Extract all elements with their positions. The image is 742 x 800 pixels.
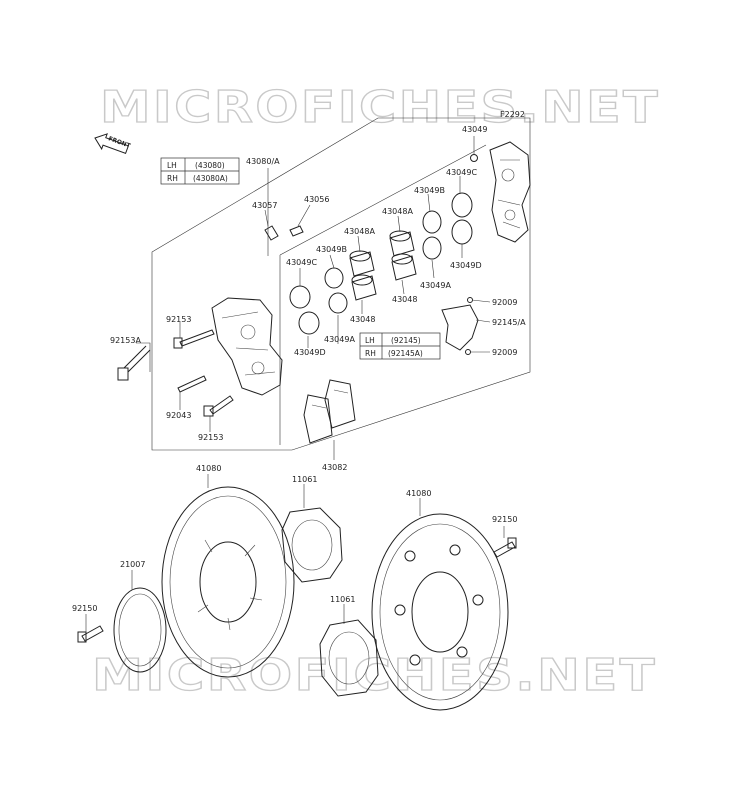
bleeder-parts	[264, 154, 478, 241]
label-92150-right: 92150	[492, 515, 517, 524]
caliper-rh-side: RH	[167, 174, 178, 183]
shims	[281, 507, 379, 697]
label-43049c-right: 43049C	[446, 168, 477, 177]
pistons	[349, 230, 417, 301]
inner-outline	[279, 144, 487, 445]
bracket-rh-side: RH	[365, 349, 376, 358]
label-92145a: 92145/A	[492, 318, 526, 327]
label-43082: 43082	[322, 463, 347, 472]
label-92153-bottom: 92153	[198, 433, 223, 442]
right-brake-disc	[371, 513, 509, 711]
label-43048a-right: 43048A	[382, 207, 413, 216]
label-43049a-left: 43049A	[324, 335, 355, 344]
label-92009-top: 92009	[492, 298, 517, 307]
watermark-bottom: MICROFICHES.NET	[92, 650, 657, 701]
assembly-outline	[151, 117, 531, 451]
seal-rings	[289, 192, 473, 335]
label-21007: 21007	[120, 560, 145, 569]
label-41080-right: 41080	[406, 489, 431, 498]
label-11061-bottom: 11061	[330, 595, 355, 604]
bracket-lh-side: LH	[365, 336, 375, 345]
label-43048a-left: 43048A	[344, 227, 375, 236]
label-92153a: 92153A	[110, 336, 141, 345]
abs-rotor-ring	[113, 587, 167, 673]
bracket-side-table: LH (92145) RH (92145A)	[359, 332, 441, 360]
label-43057: 43057	[252, 201, 277, 210]
front-arrow-icon	[94, 133, 129, 155]
label-92043: 92043	[166, 411, 191, 420]
caliper-lh-part: (43080)	[195, 161, 225, 170]
caliper-rh-part: (43080A)	[193, 174, 228, 183]
watermark-top: MICROFICHES.NET	[100, 82, 660, 133]
left-brake-disc	[161, 486, 295, 678]
label-43049b-right: 43049B	[414, 186, 445, 195]
label-43049: 43049	[462, 125, 487, 134]
pad-spring-clip	[441, 297, 479, 355]
figure-code: F2292	[500, 110, 525, 119]
caliper-side-table: LH (43080) RH (43080A)	[160, 157, 240, 185]
label-41080-left: 41080	[196, 464, 221, 473]
label-92009-bottom: 92009	[492, 348, 517, 357]
caliper-right-half	[489, 141, 531, 243]
label-11061-top: 11061	[292, 475, 317, 484]
label-43049d-left: 43049D	[294, 348, 326, 357]
label-92150-left: 92150	[72, 604, 97, 613]
label-43080a: 43080/A	[246, 157, 280, 166]
label-92153-top: 92153	[166, 315, 191, 324]
label-43048-left: 43048	[350, 315, 375, 324]
bracket-rh-part: (92145A)	[388, 349, 423, 358]
label-43049c-left: 43049C	[286, 258, 317, 267]
leader-lines	[85, 136, 505, 632]
label-43049b-left: 43049B	[316, 245, 347, 254]
bracket-lh-part: (92145)	[391, 336, 421, 345]
label-43048-right: 43048	[392, 295, 417, 304]
caliper-lh-side: LH	[167, 161, 177, 170]
part-labels: 43049 43080/A 43049C 43049B 43048A 43057…	[72, 125, 526, 613]
label-43049a-right: 43049A	[420, 281, 451, 290]
disc-bolts	[77, 537, 517, 643]
label-43049d-right: 43049D	[450, 261, 482, 270]
caliper-bolts	[117, 329, 234, 417]
label-43056: 43056	[304, 195, 329, 204]
caliper-left-half	[211, 297, 283, 396]
brake-pads	[303, 379, 356, 444]
